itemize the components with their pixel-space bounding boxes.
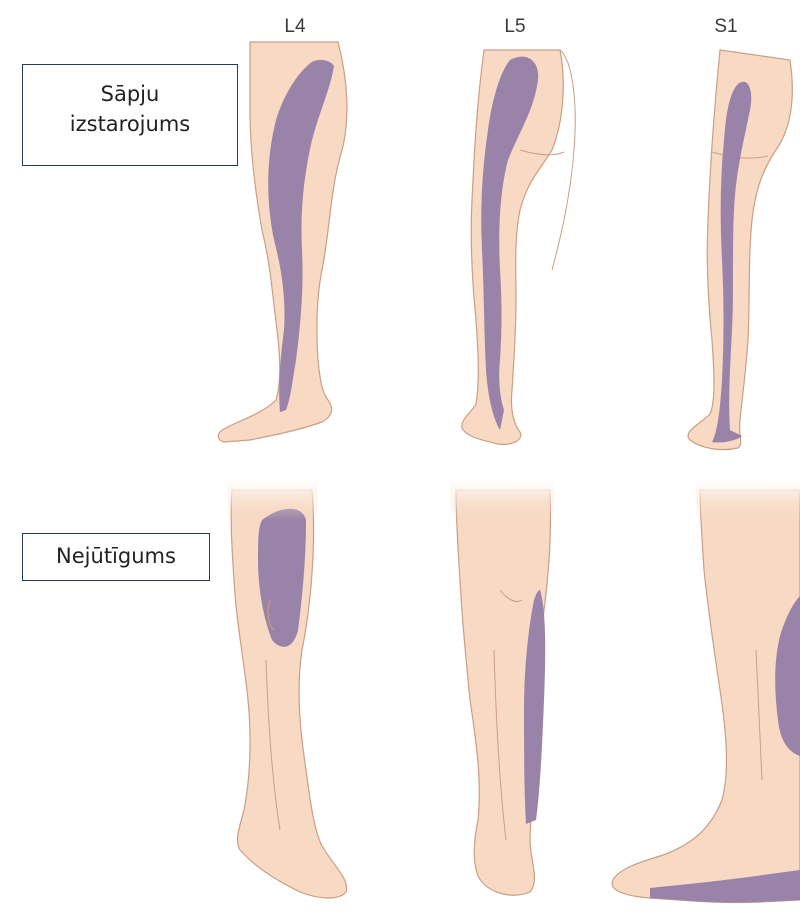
column-label-s1: S1 <box>696 16 756 38</box>
leg-l5-fade <box>450 480 554 520</box>
leg-s1-numbness <box>612 480 800 903</box>
leg-l4-numbness <box>228 480 347 898</box>
leg-l5-pain <box>462 50 575 444</box>
row-label-pain-line1: Sāpju <box>23 79 237 109</box>
row-label-numbness: Nejūtīgums <box>22 533 210 581</box>
column-label-l5: L5 <box>485 16 545 38</box>
leg-l4-fade <box>228 480 318 520</box>
column-label-l4: L4 <box>265 16 325 38</box>
leg-s1-numbness-skin <box>612 490 800 903</box>
row-label-pain-radiation: Sāpju izstarojums <box>22 64 238 166</box>
row-label-pain-line2: izstarojums <box>23 109 237 139</box>
leg-l5-numbness <box>450 480 554 895</box>
leg-s1-fade <box>696 480 800 520</box>
leg-s1-pain <box>688 50 792 450</box>
